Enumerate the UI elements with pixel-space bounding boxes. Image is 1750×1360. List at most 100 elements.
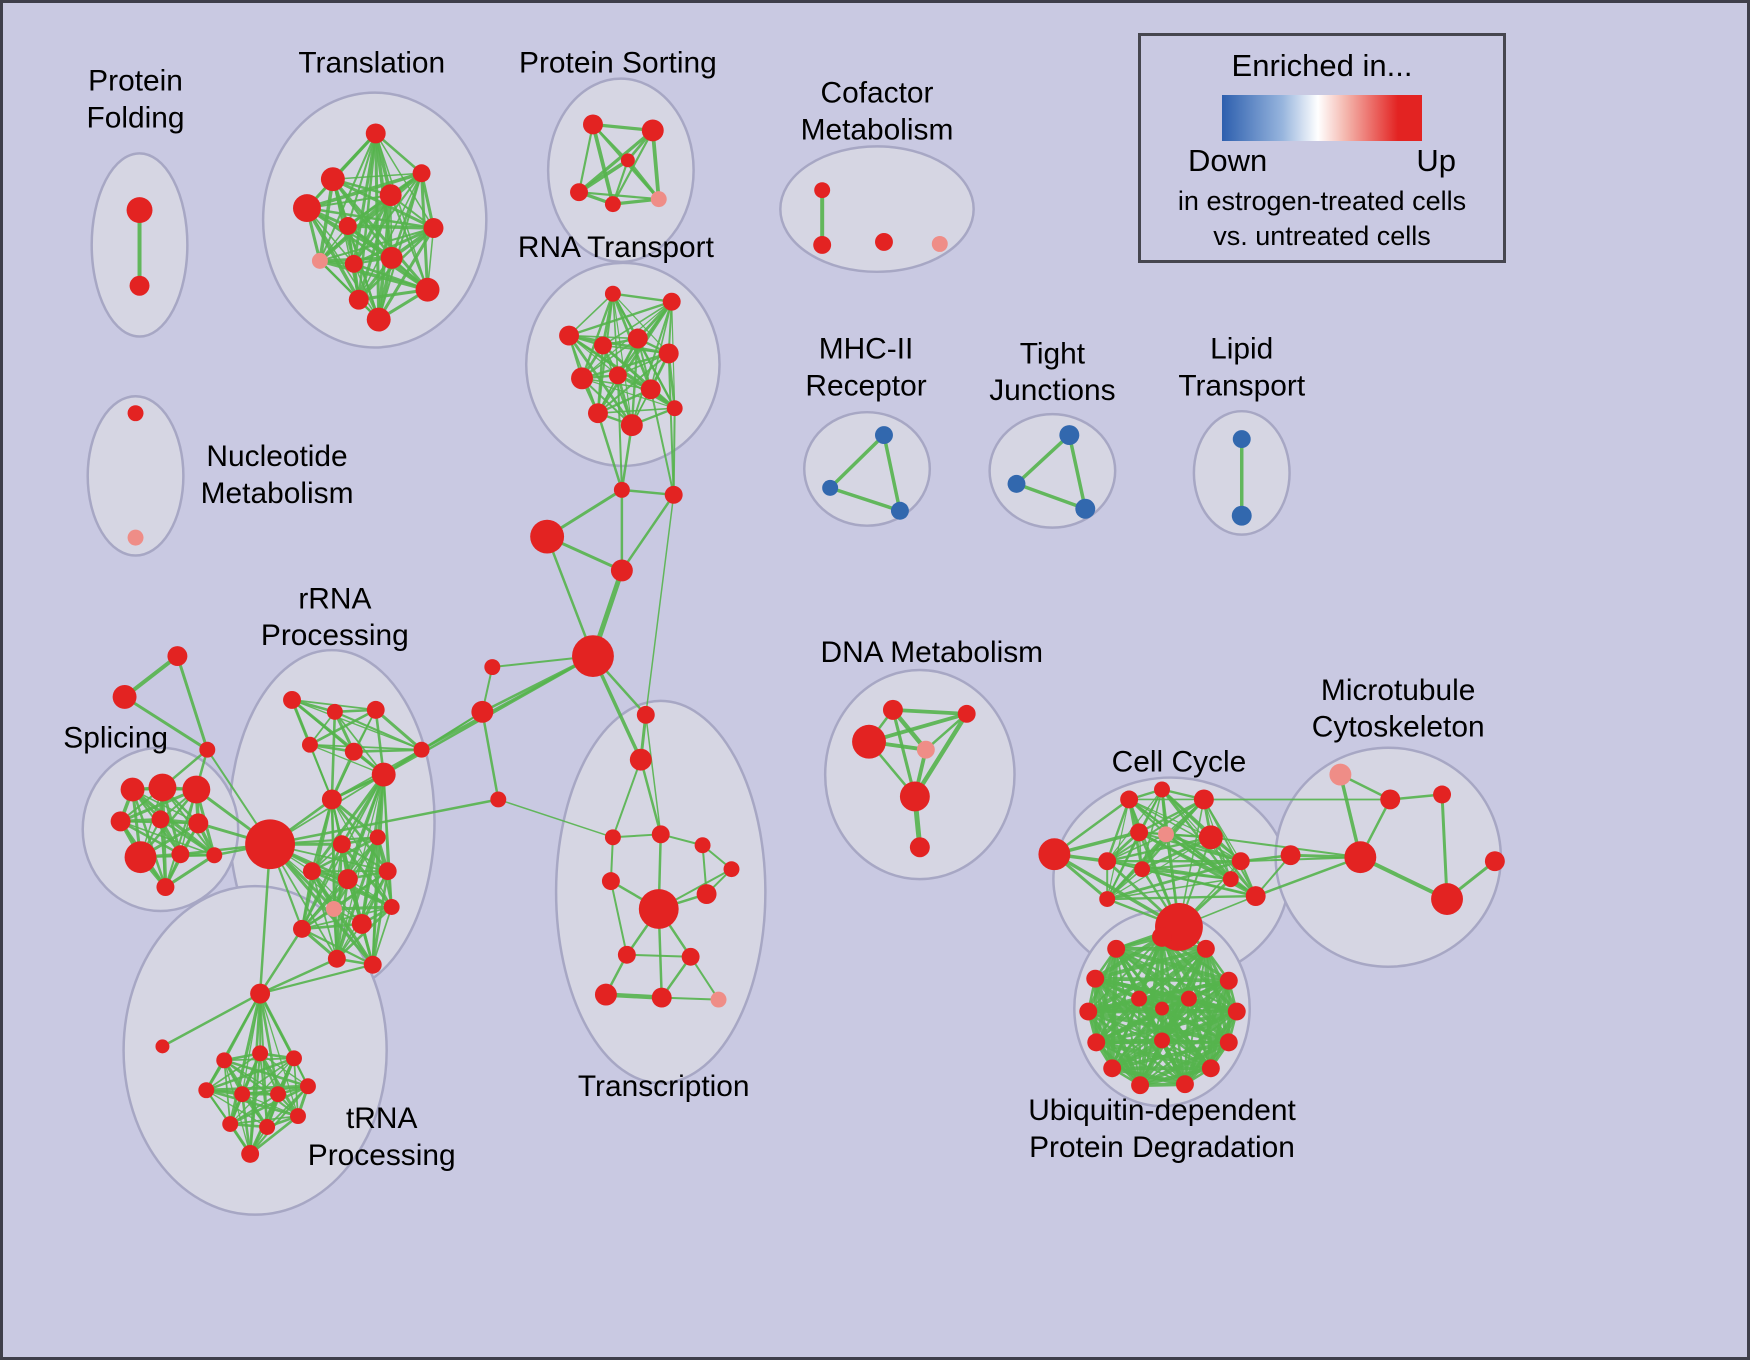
network-node-125: [1130, 823, 1149, 842]
network-node-5: [338, 217, 357, 235]
layer-nodes: [110, 114, 1505, 1163]
network-node-133: [1245, 886, 1266, 906]
network-node-123: [1154, 781, 1170, 798]
network-edge: [1140, 867, 1258, 898]
network-edge: [577, 191, 660, 201]
network-node-96: [234, 1086, 251, 1103]
network-edge: [318, 226, 435, 262]
network-edge: [123, 695, 209, 752]
network-node-41: [572, 635, 614, 678]
network-node-8: [423, 218, 444, 238]
network-edge: [596, 344, 605, 415]
network-node-143: [1107, 939, 1126, 958]
network-edge: [332, 905, 394, 911]
network-edge: [649, 388, 675, 496]
network-node-58: [112, 684, 137, 709]
network-node-92: [216, 1052, 233, 1069]
network-node-56: [127, 529, 144, 546]
network-node-93: [252, 1045, 269, 1062]
network-edge: [645, 494, 675, 716]
cluster-label-ubiquitin-degradation: Ubiquitin-dependent: [1028, 1094, 1296, 1127]
network-node-151: [1103, 1059, 1122, 1078]
network-node-53: [1232, 430, 1251, 449]
network-edge: [1106, 798, 1130, 900]
network-edge: [612, 293, 670, 355]
network-edge: [309, 743, 423, 751]
network-edge: [667, 352, 675, 496]
network-node-2: [320, 167, 345, 192]
cluster-label-cell-cycle: Cell Cycle: [1112, 746, 1247, 779]
network-edge: [1137, 997, 1142, 1087]
network-edge: [1140, 835, 1213, 871]
network-edge: [330, 710, 337, 801]
network-edge: [577, 128, 655, 194]
network-node-15: [583, 114, 603, 135]
network-edge: [377, 226, 436, 322]
network-node-59: [199, 741, 216, 758]
network-node-51: [1007, 474, 1026, 493]
network-node-88: [327, 949, 346, 968]
network-edge: [577, 123, 595, 194]
network-node-147: [1079, 1002, 1098, 1021]
legend-caption: in estrogen-treated cells vs. untreated …: [1141, 184, 1503, 254]
network-edge: [596, 411, 624, 492]
network-node-73: [301, 736, 318, 753]
network-node-80: [369, 829, 386, 846]
network-node-68: [206, 847, 223, 864]
network-edge: [620, 493, 675, 572]
network-edge: [568, 292, 614, 337]
network-node-108: [696, 884, 717, 905]
network-edge: [637, 337, 676, 410]
network-node-13: [415, 277, 440, 302]
network-edge: [828, 433, 886, 490]
network-node-79: [332, 835, 351, 854]
network-edge: [360, 835, 380, 926]
network-edge: [581, 337, 639, 380]
network-node-102: [241, 1144, 260, 1163]
network-edge: [626, 158, 661, 201]
network-node-70: [283, 690, 301, 709]
network-edge: [1106, 798, 1205, 863]
cluster-label-protein-sorting: Protein Sorting: [519, 47, 717, 80]
network-node-105: [694, 837, 711, 854]
network-edge: [300, 870, 314, 930]
network-node-71: [326, 703, 343, 720]
network-edge: [204, 1057, 296, 1092]
network-edge: [882, 433, 902, 513]
network-node-87: [383, 899, 400, 915]
network-node-81: [302, 862, 321, 881]
network-node-115: [882, 699, 903, 720]
network-edge: [161, 992, 262, 1048]
network-edge: [1141, 868, 1232, 881]
network-node-49: [890, 501, 909, 520]
network-edge: [228, 1084, 310, 1126]
network-node-119: [899, 781, 930, 812]
cluster-label-lipid-transport: Transport: [1178, 369, 1305, 402]
network-node-78: [371, 762, 396, 787]
network-node-11: [380, 246, 403, 269]
network-node-144: [1196, 939, 1215, 958]
cluster-tight-junctions: [988, 412, 1117, 529]
cluster-label-splicing: Splicing: [63, 722, 168, 755]
network-node-52: [1075, 498, 1096, 519]
network-edge: [1106, 831, 1140, 900]
network-edge: [1140, 860, 1242, 871]
network-edge: [1136, 996, 1214, 1071]
network-node-138: [1344, 841, 1377, 874]
network-node-86: [351, 913, 372, 934]
network-node-117: [852, 724, 886, 759]
network-edge: [924, 712, 968, 751]
network-node-63: [110, 811, 131, 832]
network-edge: [645, 714, 662, 836]
network-edge: [310, 835, 380, 873]
network-node-140: [1431, 883, 1463, 915]
network-edge: [268, 798, 500, 846]
network-edge: [1209, 836, 1257, 898]
network-node-85: [293, 919, 311, 938]
network-node-20: [620, 153, 635, 168]
network-node-142: [1152, 926, 1172, 947]
network-edge: [259, 1052, 309, 1087]
network-edge: [1093, 976, 1191, 1001]
